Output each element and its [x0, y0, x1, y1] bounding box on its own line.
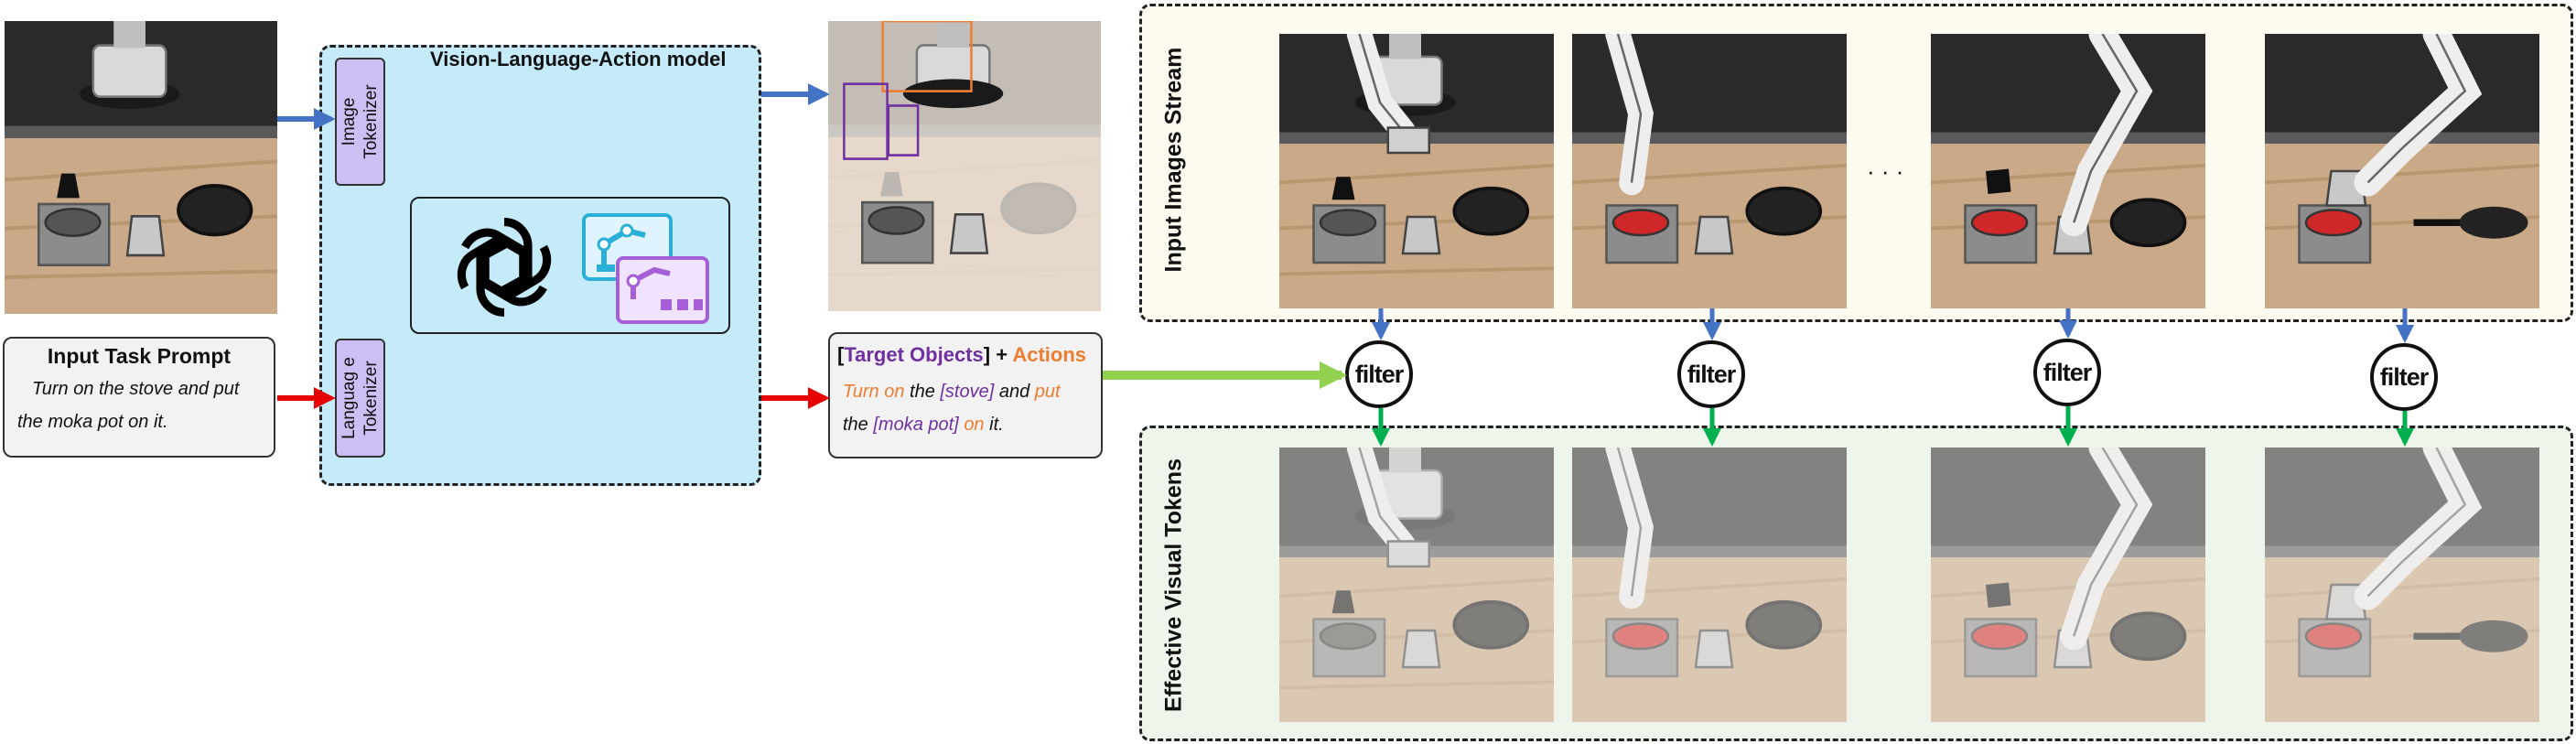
prompt-title: Input Task Prompt: [47, 344, 232, 368]
target-actions-box: [Target Objects] + Actions Turn on the […: [828, 332, 1103, 458]
result-line-2: the [moka pot] on it.: [843, 415, 1004, 435]
vla-model-title: Vision-Language-Action model: [430, 48, 727, 70]
prompt-line-2: the moka pot on it.: [17, 412, 168, 432]
effective-visual-tokens-label: Effective Visual Tokens: [1160, 458, 1187, 712]
moka-pot-bbox: [887, 104, 920, 156]
robot-arm-screen-icon: [582, 213, 709, 324]
effective-frame-4: [2265, 447, 2539, 722]
stove-bbox: [843, 82, 889, 160]
stream-frame-1: [1279, 34, 1554, 308]
effective-frame-2: [1572, 447, 1847, 722]
image-tokenizer: Image Tokenizer: [335, 58, 385, 186]
gripper-bbox: [881, 21, 973, 92]
localized-objects-image: [828, 21, 1101, 311]
stream-ellipsis: · · ·: [1867, 157, 1904, 185]
stream-frame-2: [1572, 34, 1847, 308]
actions-label: Actions: [1012, 343, 1087, 366]
result-line-1: Turn on the [stove] and put: [843, 382, 1061, 402]
filter-node-3: filter: [2033, 339, 2101, 406]
language-tokenizer: Languag e Tokenizer: [335, 339, 385, 458]
filter-node-4: filter: [2370, 343, 2438, 411]
input-images-stream-label: Input Images Stream: [1160, 47, 1187, 273]
effective-frame-3: [1931, 447, 2205, 722]
filter-node-1: filter: [1345, 340, 1413, 408]
effective-frame-1: [1279, 447, 1554, 722]
stream-frame-4: [2265, 34, 2539, 308]
target-objects-label: Target Objects: [844, 343, 984, 366]
openai-logo-icon: [457, 218, 552, 317]
prompt-line-1: Turn on the stove and put: [32, 379, 240, 399]
input-task-prompt-box: Input Task Prompt Turn on the stove and …: [3, 337, 275, 458]
stream-frame-3: [1931, 34, 2205, 308]
filter-node-2: filter: [1677, 340, 1745, 408]
target-actions-header: [Target Objects] + Actions: [837, 343, 1087, 366]
model-icons-box: [410, 197, 730, 334]
input-scene-image: [5, 21, 277, 314]
